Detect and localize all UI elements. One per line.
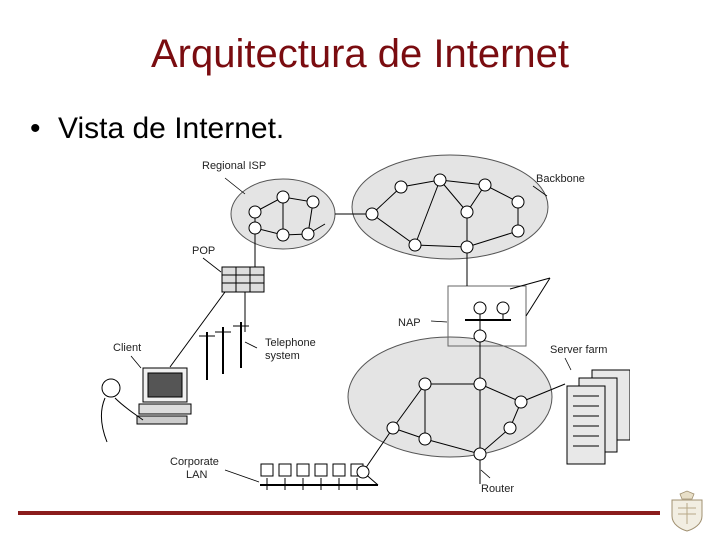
- label-router: Router: [481, 483, 514, 495]
- bullet-item: • Vista de Internet.: [30, 112, 284, 146]
- label-telephone: Telephone: [265, 337, 316, 349]
- label-nap: NAP: [398, 317, 421, 329]
- client-person: [100, 378, 144, 443]
- corporate-lan-hosts: [260, 463, 364, 477]
- label-system: system: [265, 350, 300, 362]
- label-corporate: Corporate: [170, 456, 219, 468]
- footer-bar: [18, 511, 660, 515]
- university-crest-icon: [671, 490, 703, 532]
- slide-title: Arquitectura de Internet: [150, 32, 570, 76]
- label-regional-isp: Regional ISP: [202, 160, 266, 172]
- bullet-dot: •: [30, 112, 41, 145]
- label-pop: POP: [192, 245, 215, 257]
- label-server-farm: Server farm: [550, 344, 607, 356]
- router-nodes: [248, 173, 528, 479]
- client-computer: [136, 367, 192, 425]
- label-lan: LAN: [186, 469, 207, 481]
- bullet-text: Vista de Internet.: [58, 112, 285, 145]
- label-backbone: Backbone: [536, 173, 585, 185]
- server-farm: [566, 369, 630, 465]
- telephone-poles: [199, 322, 249, 380]
- label-client: Client: [113, 342, 141, 354]
- internet-architecture-diagram: Regional ISP Backbone POP NAP Client Tel…: [100, 154, 630, 495]
- pop-equipment: [221, 266, 265, 293]
